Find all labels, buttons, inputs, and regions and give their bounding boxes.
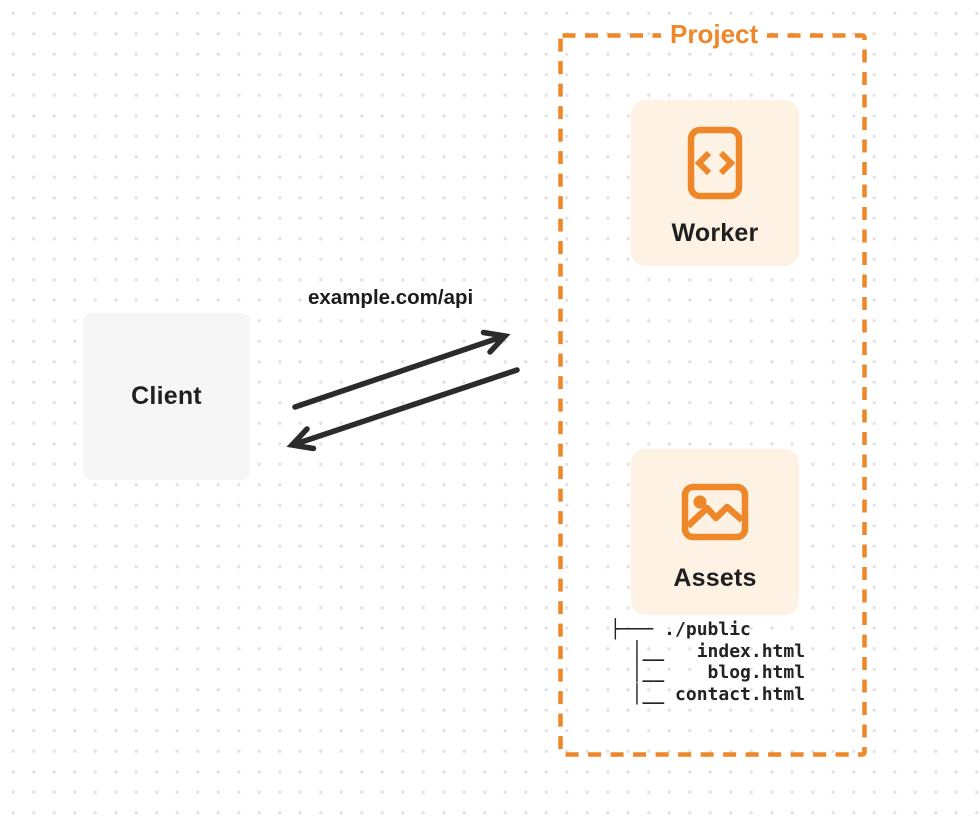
file-tree-item: │__ index.html <box>610 640 806 662</box>
response-arrow <box>286 367 520 452</box>
file-tree-item: │__ blog.html <box>610 662 806 683</box>
worker-label: Worker <box>671 219 759 247</box>
image-icon <box>681 483 749 541</box>
client-node: Client <box>83 313 250 480</box>
request-arrow <box>292 329 511 410</box>
client-label: Client <box>131 382 202 410</box>
assets-label: Assets <box>673 564 757 592</box>
project-label: Project <box>661 19 768 50</box>
assets-node: Assets <box>631 449 799 615</box>
file-tree-item: │__ contact.html <box>610 683 806 705</box>
file-tree-root: ├─── ./public <box>610 619 751 640</box>
worker-node: Worker <box>631 100 799 266</box>
file-tree: ├─── ./public │__ index.html │__ blog.ht… <box>610 619 805 705</box>
code-file-icon <box>687 126 743 200</box>
request-url-label: example.com/api <box>308 286 474 309</box>
